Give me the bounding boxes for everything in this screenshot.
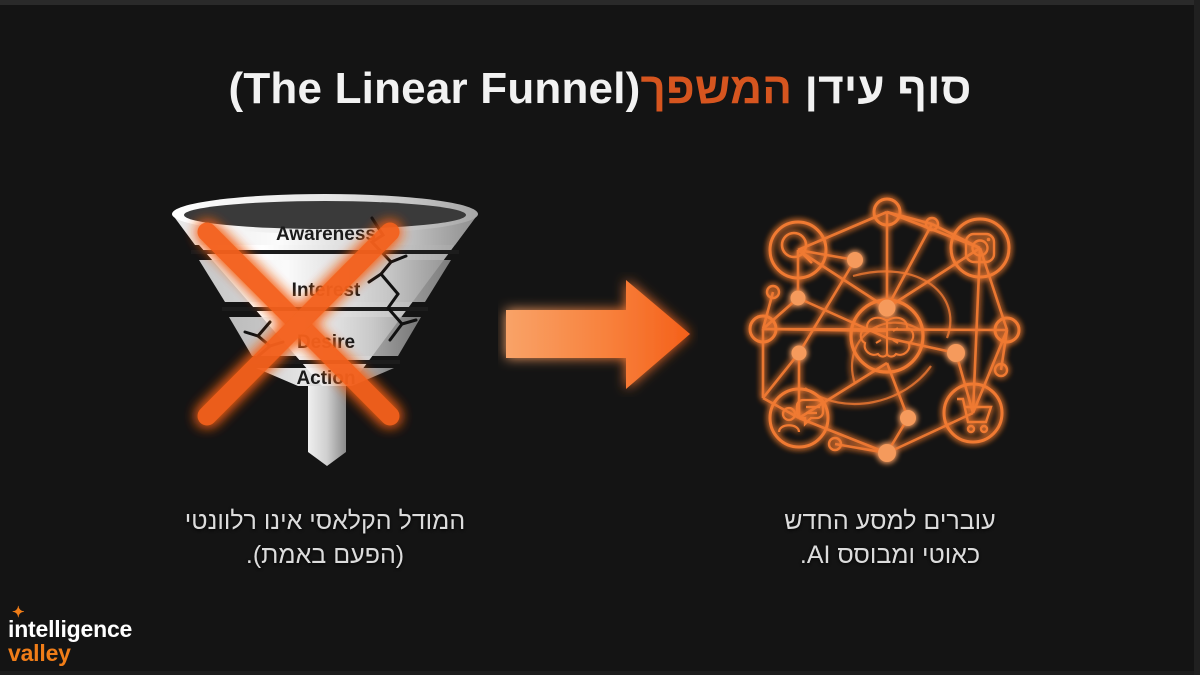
arrow-shape xyxy=(506,280,690,389)
brand-logo: ✦ intelligence valley xyxy=(8,605,133,666)
instagram-icon xyxy=(964,232,996,264)
network-svg xyxy=(748,197,1021,462)
caption-right-line2: כאוטי ומבוסס AI. xyxy=(799,540,981,569)
page-title: סוף עידן המשפך(The Linear Funnel) xyxy=(0,64,1200,114)
funnel-rim xyxy=(172,194,478,234)
funnel-stage-awareness: Awareness xyxy=(276,224,376,245)
user-chat-node xyxy=(768,387,830,449)
search-node xyxy=(768,220,828,280)
funnel-cross-out xyxy=(197,222,400,426)
caption-left-line1: המודל הקלאסי אינו רלוונטי xyxy=(184,507,466,535)
title-hebrew-prefix: סוף עידן xyxy=(792,64,972,113)
caption-left-line2: (הפעם באמת). xyxy=(245,540,405,569)
funnel-illustration: Awareness Interest Desire Action xyxy=(150,190,500,480)
funnel-svg: Awareness Interest Desire Action xyxy=(172,194,478,466)
transition-arrow xyxy=(498,272,698,397)
network-ring-nodes xyxy=(748,197,1021,344)
network-illustration xyxy=(735,188,1035,478)
brain-icon xyxy=(859,316,915,358)
title-hebrew-highlight: המשפך xyxy=(640,64,793,113)
logo-text-intelligence: intelligence xyxy=(8,615,133,642)
logo-line-intelligence: ✦ intelligence xyxy=(8,605,133,642)
network-dots xyxy=(790,252,965,462)
search-icon xyxy=(780,231,813,264)
shopping-cart-icon xyxy=(957,397,993,434)
instagram-node xyxy=(949,217,1011,279)
user-chat-icon xyxy=(777,398,825,433)
title-english: (The Linear Funnel) xyxy=(228,64,641,113)
slide-bottom-edge xyxy=(0,671,1200,675)
sparkle-icon: ✦ xyxy=(12,603,25,621)
logo-text-valley: valley xyxy=(8,639,71,666)
cart-node xyxy=(942,382,1004,444)
caption-right-line1: עוברים למסע החדש xyxy=(784,507,996,535)
arrow-svg xyxy=(506,280,690,389)
network-arcs xyxy=(804,270,952,406)
funnel-spout xyxy=(308,386,346,466)
network-satellites xyxy=(765,216,1009,452)
caption-right: עוברים למסע החדש כאוטי ומבוסס AI. xyxy=(720,505,1060,573)
caption-left: המודל הקלאסי אינו רלוונטי (הפעם באמת). xyxy=(115,505,535,573)
